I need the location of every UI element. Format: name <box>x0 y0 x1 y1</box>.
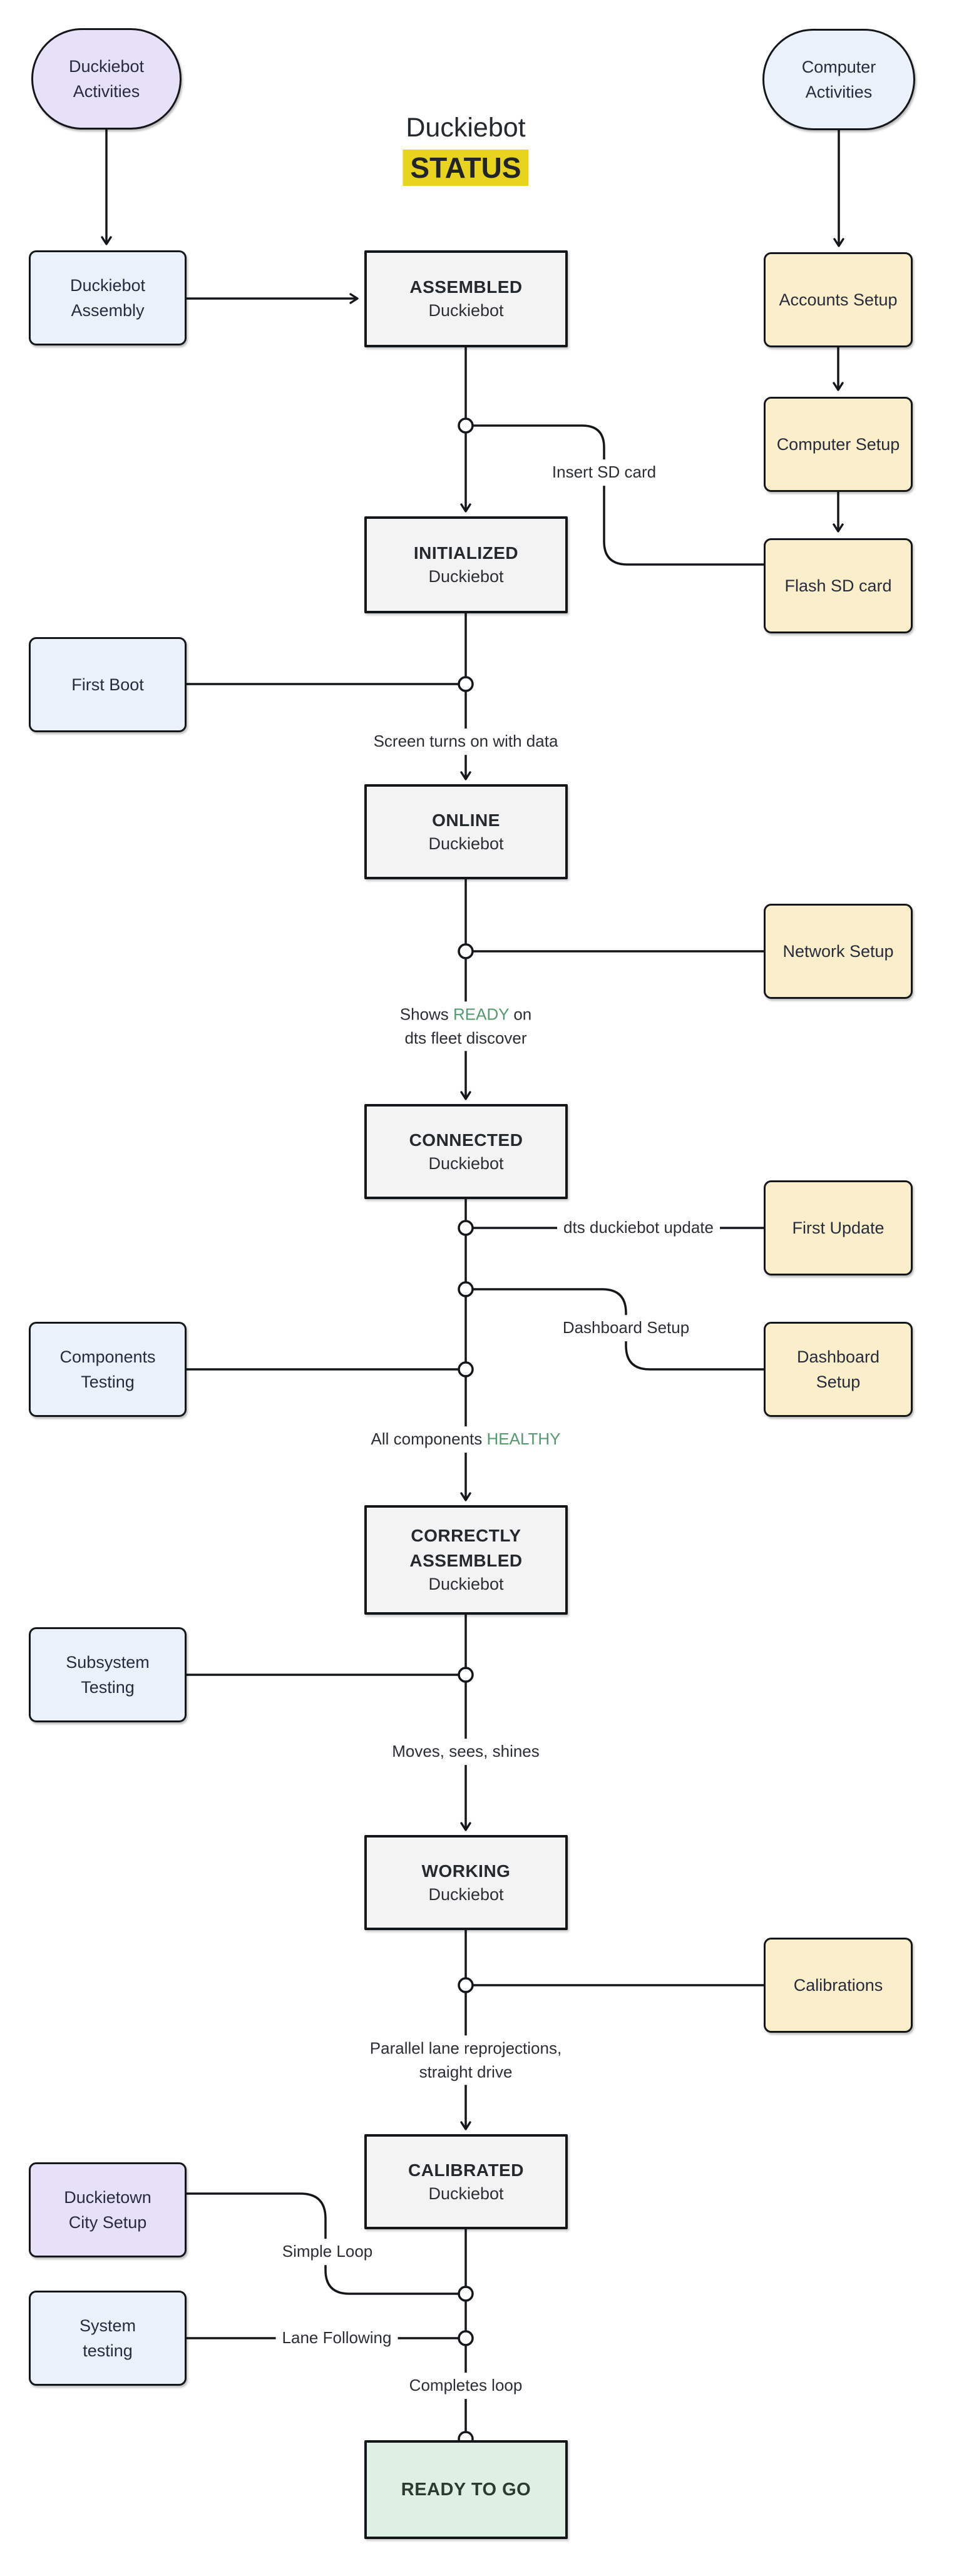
edge-label-text: All components <box>371 1429 487 1449</box>
state-assembled: ASSEMBLED Duckiebot <box>364 250 568 347</box>
edge-label-insert-sd-card: Insert SD card <box>545 459 663 486</box>
activity-subsystem-testing: Subsystem Testing <box>29 1627 187 1722</box>
activity-first-update: First Update <box>764 1180 913 1275</box>
edge-label-shows-ready: Shows READY on dts fleet discover <box>393 1001 538 1051</box>
edge-label-simple-loop: Simple Loop <box>275 2239 379 2265</box>
state-ready-to-go: READY TO GO <box>364 2440 568 2539</box>
edge-label-dashboard-setup: Dashboard Setup <box>556 1315 696 1341</box>
activity-label: Calibrations <box>793 1975 883 1995</box>
activity-label: Network Setup <box>782 941 894 961</box>
edge-label-dts-duckiebot-update: dts duckiebot update <box>557 1215 720 1241</box>
state-status: WORKING <box>421 1861 511 1881</box>
state-status: ASSEMBLED <box>409 277 523 297</box>
state-name: Duckiebot <box>428 301 504 320</box>
activity-label: Components Testing <box>59 1347 156 1392</box>
junction-dot <box>458 1977 474 1993</box>
state-name: Duckiebot <box>428 834 504 853</box>
state-status: CALIBRATED <box>408 2160 524 2180</box>
activity-label: Subsystem Testing <box>66 1652 150 1697</box>
state-calibrated: CALIBRATED Duckiebot <box>364 2134 568 2229</box>
state-name: Duckiebot <box>428 567 504 586</box>
activity-duckiebot-assembly: Duckiebot Assembly <box>29 250 187 345</box>
activity-duckietown-city-setup: Duckietown City Setup <box>29 2162 187 2257</box>
edge-label-keyword-healthy: HEALTHY <box>486 1429 561 1449</box>
diagram-title-line1: Duckiebot <box>406 113 526 143</box>
state-status: READY TO GO <box>401 2479 531 2500</box>
activity-label: Flash SD card <box>784 576 892 595</box>
junction-dot <box>458 1281 474 1297</box>
state-name: Duckiebot <box>428 1153 504 1173</box>
state-working: WORKING Duckiebot <box>364 1835 568 1930</box>
junction-dot <box>458 1361 474 1377</box>
junction-dot <box>458 676 474 692</box>
junction-dot <box>458 2330 474 2346</box>
activity-first-boot: First Boot <box>29 637 187 732</box>
edge-label-screen-turns-on: Screen turns on with data <box>367 728 565 755</box>
edge-label-text: Shows <box>399 1004 453 1024</box>
activity-dashboard-setup: Dashboard Setup <box>764 1322 913 1417</box>
activity-computer-setup: Computer Setup <box>764 397 913 492</box>
diagram-title: Duckiebot STATUS <box>403 113 529 186</box>
terminal-duckiebot-activities: Duckiebot Activities <box>31 28 182 130</box>
state-name: Duckiebot <box>428 1884 504 1904</box>
activity-components-testing: Components Testing <box>29 1322 187 1417</box>
edge-label-text: on <box>509 1004 532 1024</box>
activity-calibrations: Calibrations <box>764 1938 913 2033</box>
activity-label: Dashboard Setup <box>796 1347 880 1392</box>
state-status: CORRECTLY ASSEMBLED <box>409 1526 523 1570</box>
edge-label-parallel-lane: Parallel lane reprojections, straight dr… <box>363 2035 568 2085</box>
state-status: INITIALIZED <box>413 543 519 563</box>
activity-label: First Update <box>792 1218 885 1237</box>
activity-label: Computer Setup <box>776 434 900 454</box>
activity-label: Accounts Setup <box>779 290 898 309</box>
edge-label-lane-following: Lane Following <box>275 2325 398 2351</box>
terminal-computer-activities: Computer Activities <box>762 29 915 130</box>
terminal-label: Duckiebot Activities <box>68 56 145 101</box>
edge-label-completes-loop: Completes loop <box>403 2373 529 2399</box>
activity-flash-sd-card: Flash SD card <box>764 538 913 633</box>
diagram-title-status-highlight: STATUS <box>403 150 529 186</box>
terminal-label: Computer Activities <box>801 57 876 102</box>
activity-label: First Boot <box>71 675 144 694</box>
activity-accounts-setup: Accounts Setup <box>764 252 913 347</box>
activity-system-testing: System testing <box>29 2291 187 2386</box>
junction-dot <box>458 2286 474 2302</box>
edge-label-line2: dts fleet discover <box>404 1028 527 1047</box>
activity-network-setup: Network Setup <box>764 904 913 999</box>
junction-dot <box>458 417 474 434</box>
state-online: ONLINE Duckiebot <box>364 784 568 879</box>
edge-flash-to-junction <box>472 424 765 566</box>
edge-label-all-components-healthy: All components HEALTHY <box>364 1426 567 1453</box>
activity-label: Duckietown City Setup <box>64 2187 151 2232</box>
activity-label: Duckiebot Assembly <box>69 275 146 320</box>
state-initialized: INITIALIZED Duckiebot <box>364 516 568 613</box>
state-correctly-assembled: CORRECTLY ASSEMBLED Duckiebot <box>364 1505 568 1615</box>
state-name: Duckiebot <box>428 1574 504 1593</box>
state-name: Duckiebot <box>428 2184 504 2203</box>
edge-label-moves-sees-shines: Moves, sees, shines <box>386 1739 546 1765</box>
junction-dot <box>458 1667 474 1683</box>
edge-label-keyword-ready: READY <box>453 1004 510 1024</box>
junction-dot <box>458 1220 474 1236</box>
state-status: ONLINE <box>432 810 500 830</box>
activity-label: System testing <box>79 2316 136 2361</box>
state-status: CONNECTED <box>409 1130 523 1150</box>
state-connected: CONNECTED Duckiebot <box>364 1104 568 1199</box>
junction-dot <box>458 943 474 959</box>
